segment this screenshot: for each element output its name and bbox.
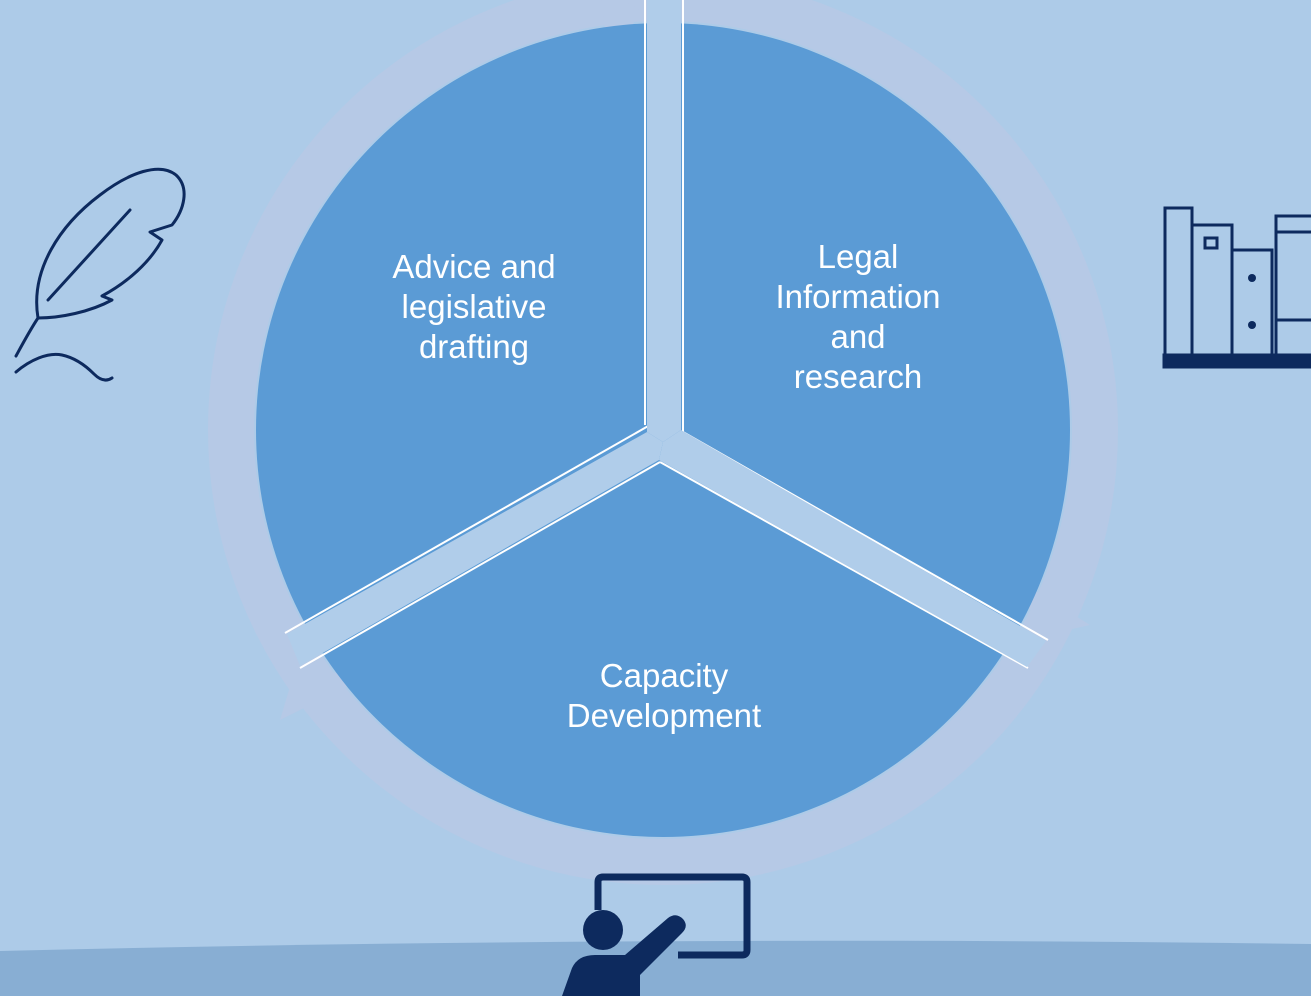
segment-label-line: Legal (817, 238, 899, 275)
segment-label-line: and (830, 318, 886, 355)
segment-label-line: Information (775, 278, 941, 315)
segment-label-advice: Advice and legislative drafting (354, 247, 594, 367)
presenter-board-icon (562, 873, 751, 996)
segment-label-line: drafting (418, 328, 530, 365)
segment-label-line: Development (566, 697, 762, 734)
segment-label-line: Advice and (392, 248, 556, 285)
bookshelf-icon (1162, 206, 1311, 369)
segment-label-legal: Legal Information and research (738, 237, 978, 397)
quill-pen-icon (14, 167, 186, 382)
segment-label-line: Capacity (599, 657, 729, 694)
segment-label-line: legislative (401, 288, 547, 325)
footer-band (0, 940, 1311, 996)
cycle-ring (208, 0, 1118, 885)
segment-label-capacity: Capacity Development (532, 656, 796, 736)
segment-dividers (287, 0, 1046, 667)
segment-label-line: research (793, 358, 923, 395)
